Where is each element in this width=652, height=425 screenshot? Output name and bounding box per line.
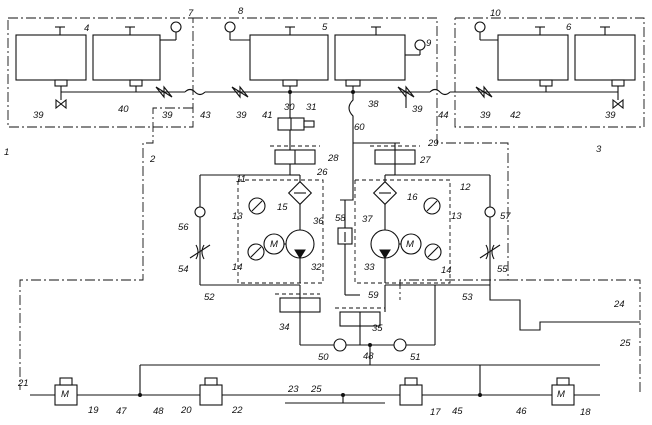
label-56: 56	[178, 222, 189, 233]
label-48b: 48	[363, 351, 374, 362]
check-50	[334, 339, 346, 351]
label-48a: 48	[153, 406, 164, 417]
label-7: 7	[188, 8, 194, 19]
label-26: 26	[316, 167, 328, 178]
label-14b: 14	[441, 265, 452, 276]
actuator-17	[400, 385, 422, 405]
label-14a: 14	[232, 262, 243, 273]
label-41: 41	[262, 110, 273, 121]
label-19: 19	[88, 405, 99, 416]
label-25b: 25	[619, 338, 631, 349]
label-59: 59	[368, 290, 379, 301]
label-10: 10	[490, 8, 501, 19]
label-39b: 39	[162, 110, 173, 121]
tank-right-b	[575, 35, 635, 80]
label-55: 55	[497, 264, 508, 275]
tank-center-b	[335, 35, 405, 80]
label-47: 47	[116, 406, 127, 417]
label-39a: 39	[33, 110, 44, 121]
gauge-8	[225, 22, 235, 32]
label-17: 17	[430, 407, 441, 418]
label-1: 1	[4, 147, 9, 158]
check-51	[394, 339, 406, 351]
module-1	[16, 22, 205, 108]
label-50: 50	[318, 352, 329, 363]
label-34: 34	[279, 322, 290, 333]
label-40: 40	[118, 104, 129, 115]
motor-label-d: M	[557, 389, 565, 400]
label-33: 33	[364, 262, 375, 273]
label-32: 32	[311, 262, 322, 273]
gauge-9	[415, 40, 425, 50]
label-53: 53	[462, 292, 473, 303]
label-54: 54	[178, 264, 189, 275]
motor-label-b: M	[406, 239, 414, 250]
distribution	[30, 285, 640, 405]
label-12: 12	[460, 182, 471, 193]
label-57: 57	[500, 211, 511, 222]
label-45: 45	[452, 406, 463, 417]
label-37: 37	[362, 214, 373, 225]
label-46: 46	[516, 406, 527, 417]
label-36: 36	[313, 216, 324, 227]
label-38: 38	[368, 99, 379, 110]
label-23: 23	[287, 384, 299, 395]
check-56	[195, 207, 205, 217]
label-51: 51	[410, 352, 421, 363]
label-25a: 25	[310, 384, 322, 395]
actuator-20	[200, 385, 222, 405]
label-27: 27	[419, 155, 431, 166]
label-30: 30	[284, 102, 295, 113]
label-9: 9	[426, 38, 432, 49]
motor-label-a: M	[270, 239, 278, 250]
label-16: 16	[407, 192, 418, 203]
label-29: 29	[427, 138, 439, 149]
label-31: 31	[306, 102, 317, 113]
label-44: 44	[438, 110, 449, 121]
label-13a: 13	[232, 211, 243, 222]
label-35: 35	[372, 323, 383, 334]
label-60: 60	[354, 122, 365, 133]
tank-left-a	[16, 35, 86, 80]
label-2: 2	[149, 154, 156, 165]
label-8: 8	[238, 6, 244, 17]
gauge-10	[475, 22, 485, 32]
label-22: 22	[231, 405, 243, 416]
label-52: 52	[204, 292, 215, 303]
label-13b: 13	[451, 211, 462, 222]
label-4: 4	[84, 23, 89, 34]
label-39f: 39	[605, 110, 616, 121]
label-42: 42	[510, 110, 521, 121]
label-24: 24	[613, 299, 625, 310]
tank-right-a	[498, 35, 568, 80]
pump-units	[190, 175, 500, 295]
label-39d: 39	[412, 104, 423, 115]
label-6: 6	[566, 22, 572, 33]
gauge-7	[171, 22, 181, 32]
label-39e: 39	[480, 110, 491, 121]
module-3	[450, 22, 635, 108]
label-21: 21	[17, 378, 29, 389]
label-58: 58	[335, 213, 346, 224]
label-43: 43	[200, 110, 211, 121]
label-5: 5	[322, 22, 328, 33]
check-57	[485, 207, 495, 217]
label-20: 20	[180, 405, 192, 416]
label-11: 11	[236, 174, 246, 185]
label-3: 3	[596, 144, 602, 155]
motor-label-c: M	[61, 389, 69, 400]
tank-left-b	[93, 35, 160, 80]
label-18: 18	[580, 407, 591, 418]
label-15: 15	[277, 202, 288, 213]
label-39c: 39	[236, 110, 247, 121]
label-28: 28	[327, 153, 339, 164]
tank-center-a	[250, 35, 328, 80]
